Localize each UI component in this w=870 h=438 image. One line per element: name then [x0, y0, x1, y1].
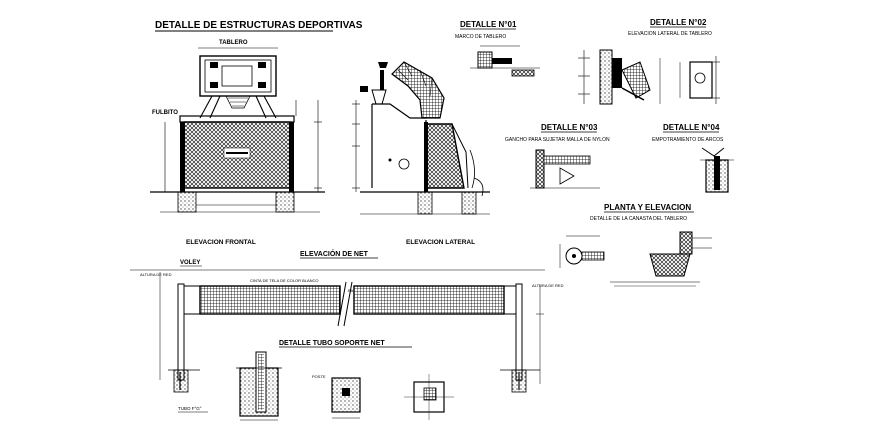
planta-subtitle: DETALLE DE LA CANASTA DEL TABLERO [590, 216, 687, 222]
detail-01-subtitle: MARCO DE TABLERO [455, 34, 506, 40]
lateral-title: ELEVACION LATERAL [406, 239, 475, 246]
net-elevation: ELEVACIÓN DE NET VOLEY ALTURA DE RED ALT… [130, 249, 564, 393]
detail-01: DETALLE N°01 MARCO DE TABLERO [455, 20, 540, 77]
planta-elevacion: PLANTA Y ELEVACION DETALLE DE LA CANASTA… [559, 203, 712, 287]
lateral-elevation: ELEVACION LATERAL [352, 61, 490, 246]
net-note-top-left: CINTA DE TELA DE COLOR BLANCO [250, 278, 319, 283]
net-title: ELEVACIÓN DE NET [300, 249, 369, 258]
support-title: DETALLE TUBO SOPORTE NET [279, 340, 385, 347]
net-left-label: VOLEY [180, 260, 200, 266]
detail-02: DETALLE N°02 ELEVACION LATERAL DE TABLER… [578, 18, 720, 105]
detail-01-title: DETALLE N°01 [460, 20, 517, 29]
support-detail: DETALLE TUBO SOPORTE NET POSTE TUBO F°G° [178, 340, 454, 421]
detail-02-title: DETALLE N°02 [650, 18, 707, 27]
detail-02-subtitle: ELEVACION LATERAL DE TABLERO [628, 31, 712, 37]
detail-03-subtitle: GANCHO PARA SUJETAR MALLA DE NYLON [505, 137, 610, 143]
detail-03: DETALLE N°03 GANCHO PARA SUJETAR MALLA D… [505, 123, 610, 189]
frontal-elevation: TABLERO FULBITO [150, 40, 325, 246]
support-note: TUBO F°G° [178, 406, 202, 411]
net-side-note-left: ALTURA DE RED [140, 272, 172, 277]
frontal-side-label: FULBITO [152, 110, 178, 116]
detail-03-title: DETALLE N°03 [541, 123, 598, 132]
planta-title: PLANTA Y ELEVACION [604, 203, 691, 212]
net-side-note-right: ALTURA DE RED [532, 283, 564, 288]
detail-04-title: DETALLE N°04 [663, 123, 720, 132]
main-title: DETALLE DE ESTRUCTURAS DEPORTIVAS [155, 20, 363, 31]
detail-04: DETALLE N°04 EMPOTRAMIENTO DE ARCOS [652, 123, 734, 193]
frontal-title: ELEVACION FRONTAL [186, 239, 256, 246]
detail-04-subtitle: EMPOTRAMIENTO DE ARCOS [652, 137, 724, 143]
backboard-label: TABLERO [219, 40, 248, 46]
support-post-label: POSTE [312, 374, 326, 379]
